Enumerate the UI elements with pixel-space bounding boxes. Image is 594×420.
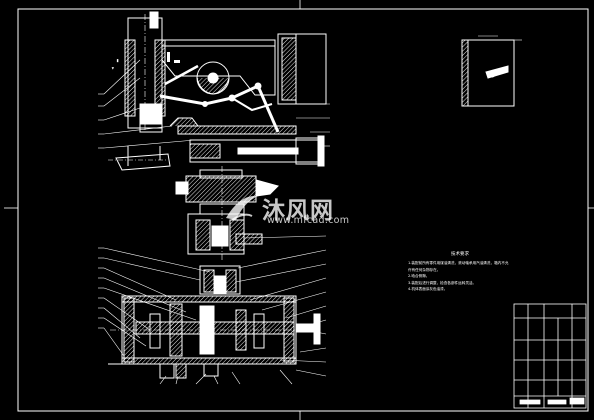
column-top-cap [149, 11, 159, 29]
pivot-pin-1 [228, 94, 236, 102]
column-wall-hatch-left [124, 39, 136, 117]
work-table [115, 153, 171, 171]
gear-boss-left [175, 181, 189, 195]
title-block [513, 303, 587, 409]
gear-right [235, 309, 247, 351]
slide-end-cap [295, 137, 319, 165]
slide-guide [177, 125, 297, 135]
bearing-right [253, 313, 265, 349]
handwheel-hub [313, 313, 321, 345]
detail-slot [485, 65, 509, 79]
leaders-upper-right [296, 103, 330, 147]
slide-clamp [169, 117, 199, 127]
spindle-core [211, 225, 229, 247]
title-block-name-bar [519, 399, 541, 405]
gear-boss-right [255, 179, 279, 197]
watermark-url: www.mfcad.com [267, 215, 350, 226]
foot-left-hatch [175, 363, 187, 379]
bottom-section-view [108, 265, 321, 379]
foot-left [159, 363, 175, 379]
pivot-pin-2 [254, 82, 262, 90]
title-block-stamp [569, 397, 585, 405]
side-flange [235, 233, 263, 245]
technical-notes: 技术要求 1.装配前所有零件用煤油清洗，滚动轴承用汽油清洗，箱内不允许有任何杂物… [408, 252, 512, 292]
notes-line: 3.装配后进行调整，检查各部件运转灵活。 [408, 280, 477, 285]
slide-hatch-left [189, 143, 221, 159]
leader-3 [103, 107, 141, 121]
detail-wall-hatch [461, 39, 469, 107]
title-block-code-bar [547, 399, 567, 405]
linkage-arm-main [159, 84, 259, 106]
leader-2 [103, 77, 141, 107]
middle-view [175, 166, 279, 262]
gear-left [169, 303, 183, 357]
notes-line: 1.装配前所有零件用煤油清洗，滚动轴承用汽油清洗，箱内不允许有任何杂物存在。 [408, 261, 509, 272]
notes-line: 4.机体表面涂灰色油漆。 [408, 287, 448, 292]
svg-text:▾: ▾ [111, 65, 115, 72]
notes-heading: 技术要求 [451, 252, 469, 257]
bearing-left [149, 313, 161, 349]
notes-line: 2.啮合侧隙。 [408, 274, 430, 279]
pivot-pin-3 [202, 101, 208, 107]
leader-5 [103, 139, 196, 149]
upright-hatch-left [203, 269, 215, 293]
leaders-upper-left [98, 59, 196, 149]
motor-flange-hatch [281, 37, 297, 101]
upright-hatch-right [225, 269, 237, 293]
bearing-hatch-left [195, 219, 211, 251]
upper-housing-outline [161, 39, 276, 96]
watermark-brand: 沐风网 [262, 198, 334, 224]
column-foot [139, 123, 163, 133]
connecting-rod [256, 85, 280, 133]
gear-center [199, 305, 215, 355]
leader-1 [103, 59, 141, 95]
upright-shaft [213, 275, 227, 295]
detail-hole [488, 70, 496, 78]
main-view-upper: ▾ ▮ [108, 11, 327, 171]
slide-rod [237, 147, 299, 155]
gear-cap [199, 169, 243, 179]
foot-center [203, 363, 219, 377]
svg-text:▮: ▮ [116, 58, 119, 64]
cam-lobe [196, 77, 230, 95]
detail-view [461, 35, 522, 107]
slide-end-plate [317, 135, 325, 167]
leaders-bottom [98, 235, 327, 385]
title-block-frame [513, 303, 587, 409]
border-frame [17, 8, 589, 412]
linkage-arm-upper [164, 64, 199, 86]
casing-top [121, 295, 297, 303]
column-base-block [139, 103, 163, 125]
leader-4 [103, 125, 173, 135]
watermark-logo-icon [226, 195, 258, 221]
casing-bottom [121, 357, 297, 365]
